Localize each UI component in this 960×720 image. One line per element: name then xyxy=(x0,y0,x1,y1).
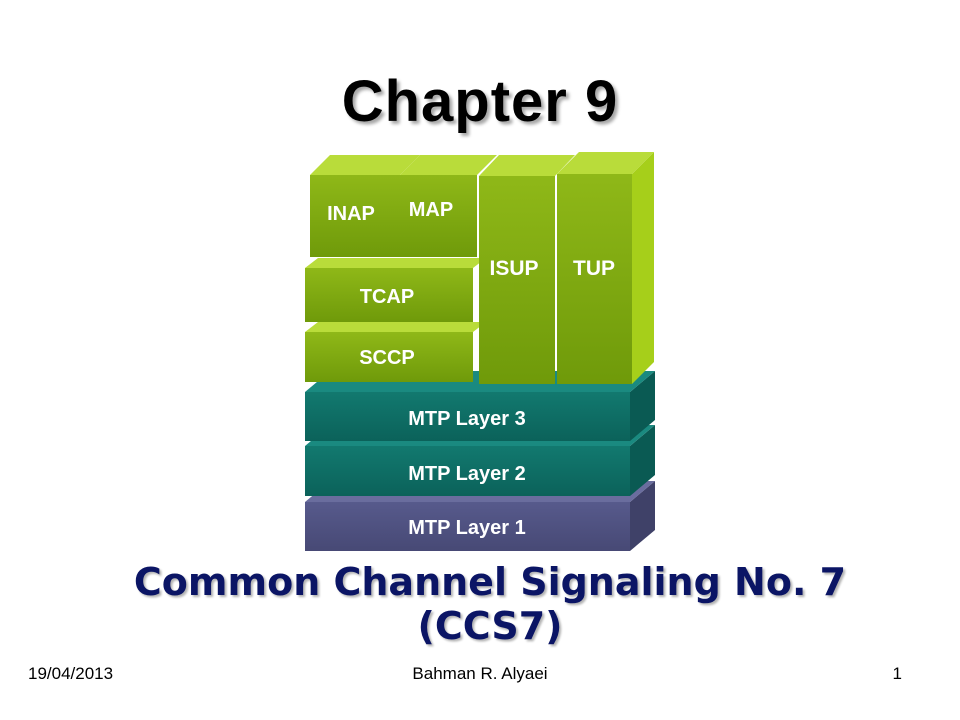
block-map: MAP xyxy=(400,155,497,257)
footer-date: 19/04/2013 xyxy=(28,664,114,683)
subtitle-line-1: Common Channel Signaling No. 7 xyxy=(133,560,847,604)
mtp-layer-1-label: MTP Layer 1 xyxy=(408,517,525,539)
footer-page-number: 1 xyxy=(892,664,902,683)
block-inap: INAP xyxy=(310,155,420,257)
block-tcap: TCAP xyxy=(305,258,486,322)
inap-label: INAP xyxy=(327,203,375,225)
block-sccp: SCCP xyxy=(305,322,486,382)
tup-label: TUP xyxy=(573,257,615,280)
map-label: MAP xyxy=(409,199,453,221)
isup-label: ISUP xyxy=(489,257,538,280)
block-isup: ISUP xyxy=(479,155,575,384)
footer-author: Bahman R. Alyaei xyxy=(412,664,548,683)
block-tup: TUP xyxy=(557,152,654,384)
tcap-label: TCAP xyxy=(360,286,414,308)
slide-subtitle: Common Channel Signaling No. 7 (CCS7) xyxy=(100,560,880,648)
mtp-layer-2-label: MTP Layer 2 xyxy=(408,463,525,485)
sccp-label: SCCP xyxy=(359,347,415,369)
slide-title: Chapter 9 xyxy=(341,69,619,134)
mtp-layer-3-label: MTP Layer 3 xyxy=(408,408,525,430)
subtitle-line-2: (CCS7) xyxy=(417,604,563,648)
